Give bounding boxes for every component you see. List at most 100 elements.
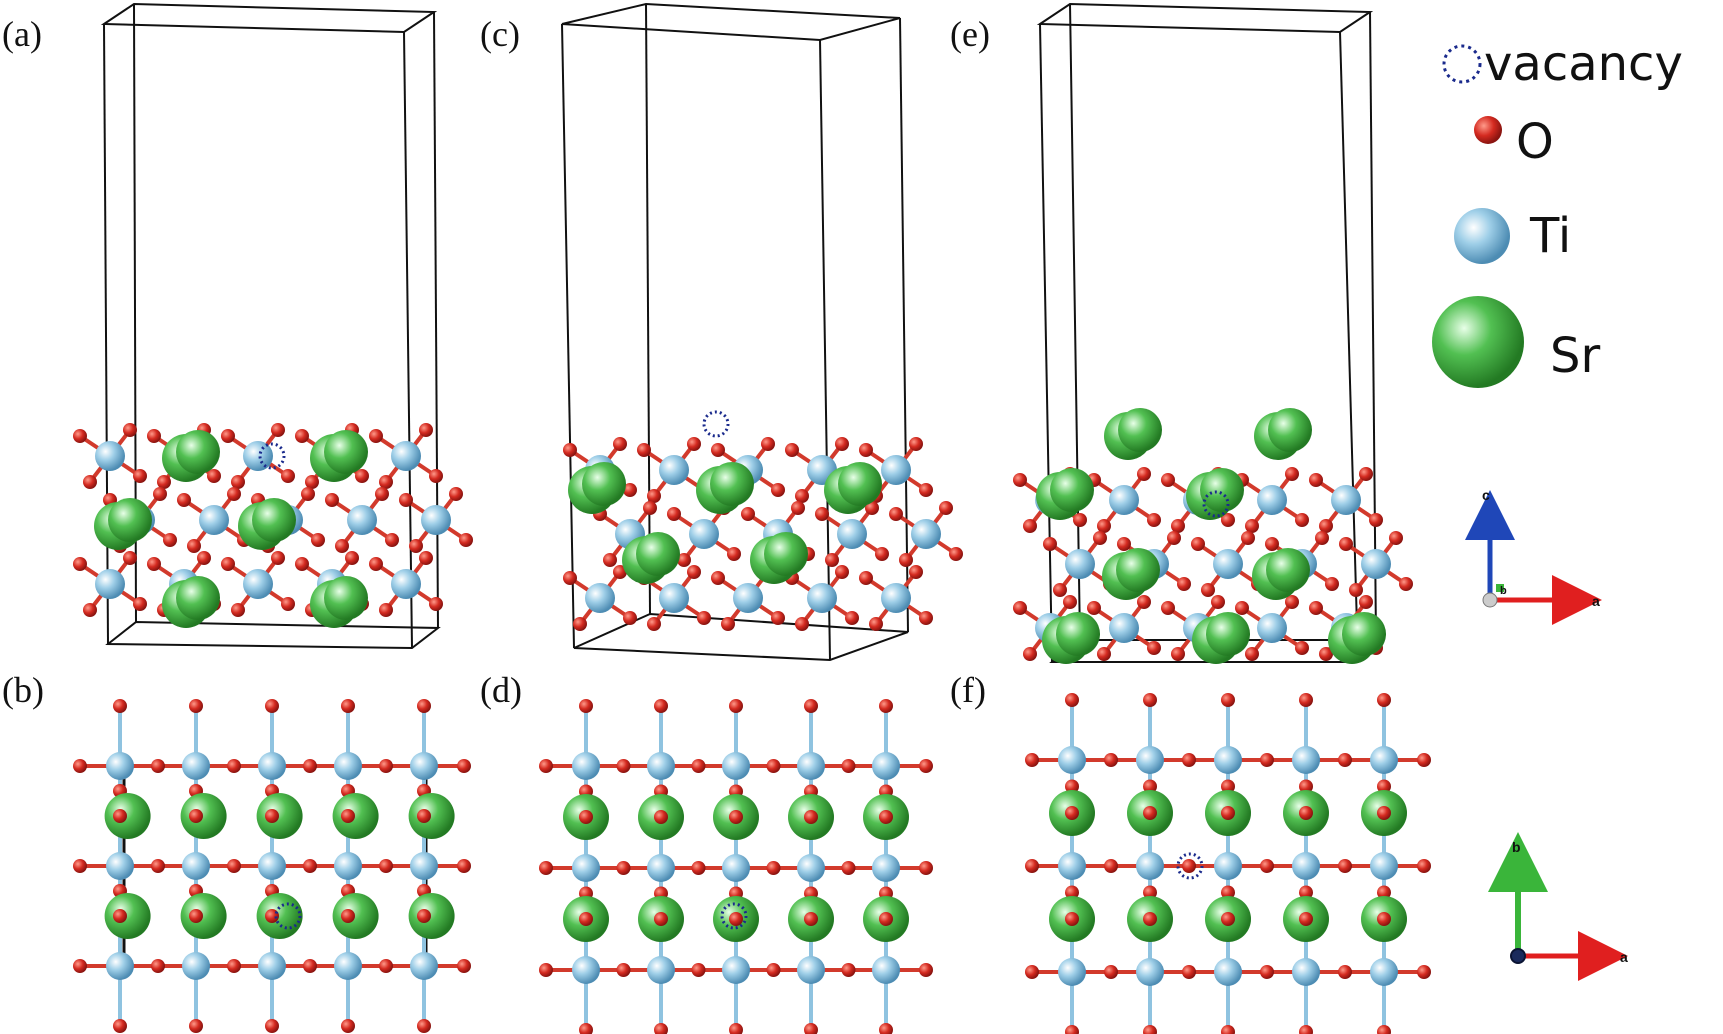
oxygen-atom	[295, 557, 309, 571]
oxygen-atom	[385, 533, 399, 547]
titanium-atom	[258, 952, 286, 980]
oxygen-atom	[355, 469, 369, 483]
oxygen-atom	[729, 810, 743, 824]
titanium-atom	[1331, 485, 1361, 515]
strontium-atom	[1200, 468, 1244, 512]
oxygen-atom	[637, 443, 651, 457]
oxygen-atom	[151, 759, 165, 773]
oxygen-atom	[687, 437, 701, 451]
titanium-atom	[106, 952, 134, 980]
legend-label-oxygen: O	[1516, 114, 1554, 170]
strontium-atom	[1268, 408, 1312, 452]
oxygen-atom	[1299, 806, 1313, 820]
legend-item-oxygen: O	[1474, 114, 1554, 170]
strontium-atom	[176, 576, 220, 620]
titanium-atom	[182, 752, 210, 780]
strontium-atom	[710, 462, 754, 506]
oxygen-atom	[1417, 965, 1431, 979]
oxygen-atom	[459, 533, 473, 547]
oxygen-atom	[379, 759, 393, 773]
oxygen-atom	[187, 539, 201, 553]
titanium-atom	[410, 952, 438, 980]
oxygen-atom	[729, 912, 743, 926]
axis-label-a-top: a	[1620, 949, 1628, 965]
oxygen-atom	[647, 489, 661, 503]
oxygen-atom	[949, 547, 963, 561]
oxygen-atom	[1182, 965, 1196, 979]
oxygen-atom	[1221, 885, 1235, 900]
titanium-atom	[659, 583, 689, 613]
oxygen-atom	[795, 489, 809, 503]
legend: vacancy O Ti Sr	[1432, 36, 1683, 388]
oxygen-atom	[879, 1023, 893, 1034]
oxygen-atom	[879, 699, 893, 713]
oxygen-atom	[1073, 513, 1087, 527]
titanium-atom	[243, 441, 273, 471]
oxygen-atom	[1349, 583, 1363, 597]
titanium-atom	[95, 441, 125, 471]
axis-label-b: b	[1500, 585, 1507, 597]
oxygen-atom	[227, 859, 241, 873]
titanium-atom	[182, 952, 210, 980]
oxygen-atom	[841, 861, 856, 875]
oxygen-atom	[311, 533, 325, 547]
oxygen-atom	[909, 437, 923, 451]
oxygen-atom	[429, 597, 443, 611]
oxygen-atom	[1377, 693, 1391, 707]
oxygen-atom	[1399, 577, 1413, 591]
titanium-atom	[1370, 958, 1398, 986]
legend-label-strontium: Sr	[1550, 328, 1600, 384]
panel-label-b: (b)	[2, 670, 44, 710]
oxygen-atom	[939, 501, 953, 515]
oxygen-atom	[1377, 806, 1391, 820]
legend-item-vacancy: vacancy	[1442, 36, 1683, 92]
oxygen-atom	[1065, 885, 1079, 900]
strontium-atom	[838, 462, 882, 506]
oxygen-atom	[1143, 779, 1157, 794]
oxygen-atom	[727, 547, 741, 561]
titanium-atom	[334, 952, 362, 980]
oxygen-atom	[1097, 647, 1111, 661]
oxygen-atom	[1167, 531, 1181, 545]
oxygen-atom	[1053, 583, 1067, 597]
oxygen-atom	[919, 611, 933, 625]
titanium-sphere-icon	[1454, 208, 1510, 264]
oxygen-atom	[1369, 513, 1383, 527]
titanium-atom	[1213, 549, 1243, 579]
titanium-atom	[1058, 852, 1086, 880]
atoms-panel-d	[539, 699, 933, 1034]
oxygen-atom	[879, 810, 893, 824]
oxygen-atom	[1299, 885, 1313, 900]
oxygen-atom	[691, 963, 706, 977]
strontium-atom	[256, 893, 303, 939]
oxygen-atom	[1201, 583, 1215, 597]
strontium-atom	[108, 498, 152, 542]
strontium-atom	[1050, 468, 1094, 512]
oxygen-atom	[1221, 693, 1235, 707]
titanium-atom	[733, 583, 763, 613]
oxygen-atom	[1319, 519, 1333, 533]
oxygen-atom	[227, 487, 241, 501]
oxygen-atom	[341, 809, 355, 823]
strontium-atom	[332, 893, 379, 939]
oxygen-atom	[1260, 965, 1274, 979]
oxygen-atom	[1104, 859, 1118, 873]
oxygen-atom	[815, 507, 829, 521]
oxygen-atom	[654, 1023, 668, 1034]
oxygen-atom	[1161, 601, 1175, 615]
titanium-atom	[647, 854, 675, 882]
oxygen-atom	[616, 963, 631, 977]
titanium-atom	[1058, 746, 1086, 774]
oxygen-atom	[766, 759, 781, 773]
oxygen-atom	[1171, 519, 1185, 533]
titanium-atom	[659, 455, 689, 485]
axis-indicator-top: b a	[1488, 832, 1628, 981]
vacancy-marker	[274, 902, 302, 930]
c-axis-dot-icon	[1510, 948, 1526, 964]
oxygen-atom	[1241, 531, 1255, 545]
oxygen-atom	[1299, 779, 1313, 794]
titanium-atom	[572, 956, 600, 984]
oxygen-atom	[265, 809, 279, 823]
oxygen-atom	[1137, 467, 1151, 481]
